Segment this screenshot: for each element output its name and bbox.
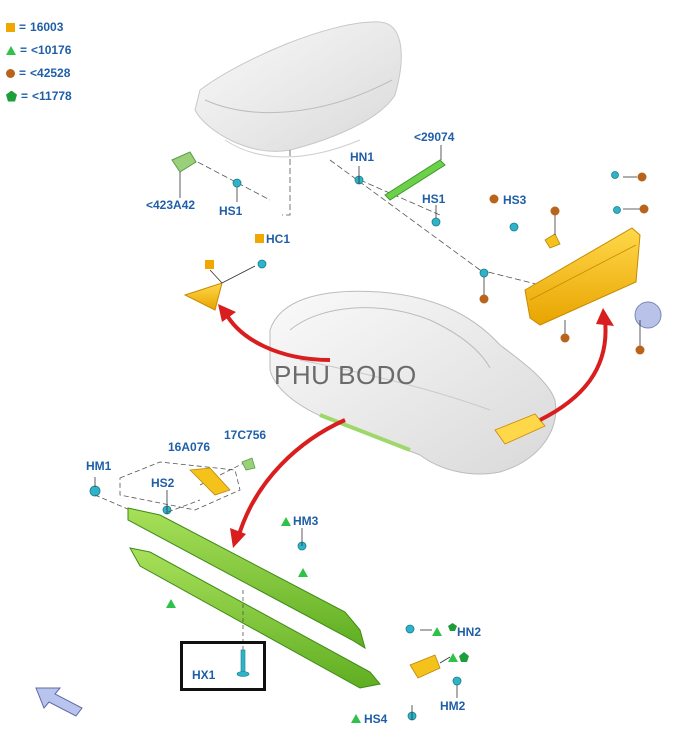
rear-applique (524, 227, 641, 326)
label-hs3: HS3 (503, 193, 527, 207)
legend-row-1: = 16003 (6, 18, 63, 36)
green-triangle-icon (6, 45, 16, 55)
emblem (634, 301, 662, 329)
legend-value: 16003 (30, 20, 64, 34)
legend-row-4: = <11778 (6, 87, 72, 105)
red-callout-arrows (223, 311, 608, 539)
legend-value: <11778 (32, 89, 72, 103)
label-hn2: HN2 (457, 625, 482, 639)
legend-value: <42528 (30, 66, 71, 80)
green-pentagon-icon (6, 90, 17, 102)
label-hs4: HS4 (364, 712, 388, 726)
car-body (269, 290, 557, 475)
label-hm2: HM2 (440, 699, 466, 713)
label-hs1-right: HS1 (422, 192, 446, 206)
label-hs2: HS2 (151, 476, 175, 490)
orange-square-icon (6, 22, 15, 32)
left-trim-piece (183, 282, 223, 311)
hx1-highlight-box (180, 641, 266, 691)
deck-lid (194, 21, 402, 158)
label-hn1: HN1 (350, 150, 375, 164)
label-29074: <29074 (414, 130, 455, 144)
bracket-423A42 (171, 151, 197, 195)
upper-leader-lines (189, 150, 561, 291)
label-hs1-left: HS1 (219, 204, 243, 218)
orientation-arrow-icon (35, 687, 83, 717)
label-423A42: <423A42 (146, 198, 196, 212)
label-hm1: HM1 (86, 459, 112, 473)
label-hc1: HC1 (266, 232, 291, 246)
label-hm3: HM3 (293, 514, 319, 528)
rocker-moldings (127, 507, 381, 689)
push-pin-HX1 (236, 590, 250, 677)
bracket-29074 (384, 159, 446, 201)
label-hx1: HX1 (192, 668, 216, 682)
legend-row-2: = <10176 (6, 41, 71, 59)
part-17C756 (241, 457, 256, 471)
legend-row-3: = <42528 (6, 64, 70, 82)
label-16A076: 16A076 (168, 440, 211, 454)
part-16A076 (189, 467, 231, 496)
watermark-text: PHU BODO (274, 360, 417, 390)
legend-value: <10176 (31, 43, 72, 57)
label-17C756: 17C756 (224, 428, 267, 442)
brown-circle-icon (6, 68, 15, 78)
callout-markers (166, 172, 649, 723)
